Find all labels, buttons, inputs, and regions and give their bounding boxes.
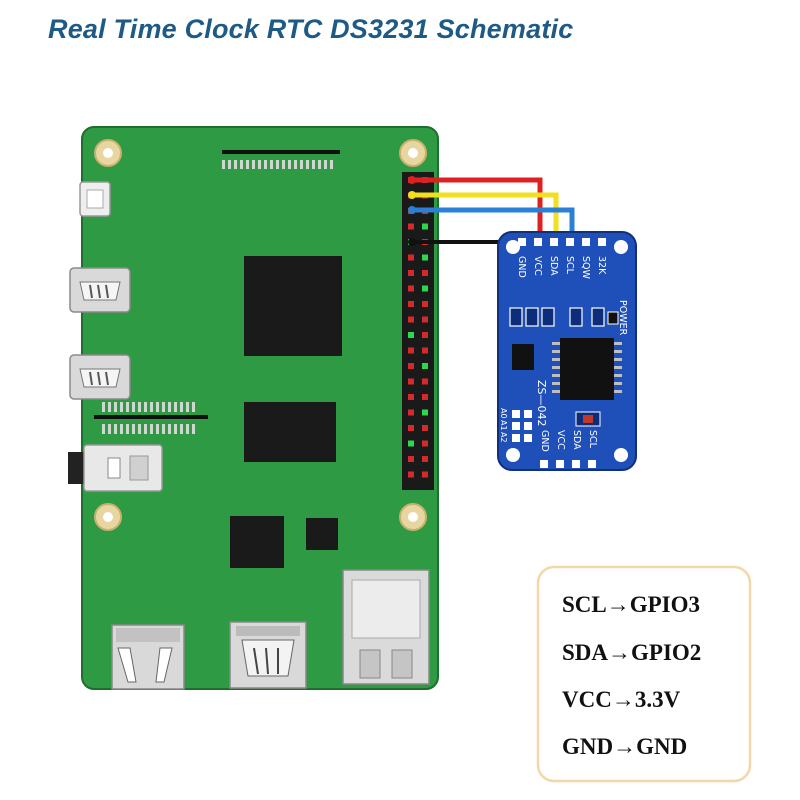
legend-scl: SCL→GPIO3	[562, 592, 700, 617]
usb-c-port	[111, 624, 185, 690]
smd-components	[509, 307, 619, 442]
gpio-pin	[422, 285, 428, 292]
pin-mapping-legend: SCL→GPIO3 SDA→GPIO2 VCC→3.3V GND→GND	[536, 565, 752, 783]
gpio-pin	[422, 332, 428, 338]
gpio-pin	[408, 254, 414, 261]
gpio-pin	[408, 378, 414, 385]
gpio-pin	[422, 347, 428, 354]
gpio-pin	[422, 301, 428, 307]
usb-controller-chip	[230, 516, 284, 568]
ram-chip	[244, 402, 336, 462]
top-pin-label-vcc: VCC	[532, 256, 543, 276]
gpio-pin	[422, 456, 428, 462]
gpio-pin	[408, 347, 414, 354]
gpio-pin	[422, 254, 428, 261]
small-chip	[306, 518, 338, 550]
gpio-pin	[408, 425, 414, 431]
gpio-pin	[422, 316, 428, 323]
wire-scl	[412, 207, 575, 240]
gpio-pin	[408, 332, 414, 338]
soc-chip	[244, 256, 342, 356]
ds3231-module: GND VCC SDA SCL SQW 32K POWER	[497, 231, 637, 471]
gpio-pin	[408, 223, 414, 230]
top-pin-label-scl: SCL	[564, 256, 575, 275]
module-top-pads	[518, 238, 606, 246]
audio-jack	[68, 444, 163, 492]
bottom-pin-label-scl: SCL	[587, 430, 598, 449]
gpio-pin	[408, 363, 414, 369]
legend-gnd: GND→GND	[562, 734, 687, 759]
gpio-pin	[408, 409, 414, 416]
ds3231-chip	[560, 338, 614, 400]
gpio-pin	[408, 471, 414, 478]
bottom-pin-label-gnd: GND	[539, 430, 550, 452]
module-bottom-pads	[540, 460, 596, 468]
bottom-pin-label-vcc: VCC	[555, 430, 566, 450]
wires	[408, 176, 575, 246]
legend-vcc: VCC→3.3V	[562, 687, 681, 712]
gpio-pin	[422, 425, 428, 431]
bottom-pin-label-sda: SDA	[571, 430, 582, 450]
gpio-pin	[422, 409, 428, 416]
camera-connector	[94, 402, 208, 434]
gpio-pin	[422, 471, 428, 478]
display-connector	[222, 150, 340, 169]
wire-sda	[412, 192, 559, 240]
ethernet-port	[342, 569, 430, 685]
hdmi-port	[229, 621, 307, 689]
power-label: POWER	[617, 300, 628, 336]
legend-sda: SDA→GPIO2	[562, 640, 701, 665]
gpio-pin	[408, 301, 414, 307]
gpio-pin	[422, 378, 428, 385]
gpio-pin	[408, 285, 414, 292]
micro-port-1	[69, 267, 131, 313]
top-pin-label-gnd: GND	[516, 256, 527, 278]
top-pin-label-32k: 32K	[596, 256, 607, 275]
mounting-holes	[94, 139, 427, 531]
gpio-pin	[422, 223, 428, 230]
top-pin-label-sqw: SQW	[580, 256, 591, 280]
gpio-pin	[422, 363, 428, 369]
wire-vcc	[412, 177, 543, 240]
module-model-label: ZS—042	[535, 380, 548, 427]
address-label-a1: A1	[499, 420, 508, 431]
gpio-pin	[422, 394, 428, 400]
gpio-pin	[408, 316, 414, 323]
gpio-pin	[422, 270, 428, 276]
diagram-title: Real Time Clock RTC DS3231 Schematic	[48, 14, 574, 44]
micro-port-2	[69, 354, 131, 400]
address-label-a2: A2	[499, 432, 508, 443]
gpio-pin	[408, 456, 414, 462]
address-label-a0: A0	[499, 408, 508, 419]
gpio-header	[402, 172, 434, 490]
gpio-pin	[408, 394, 414, 400]
raspberry-pi-board	[68, 126, 439, 690]
top-pin-label-sda: SDA	[548, 256, 559, 276]
gpio-pin	[422, 440, 428, 447]
gpio-pin	[408, 440, 414, 447]
gpio-pin	[408, 270, 414, 276]
